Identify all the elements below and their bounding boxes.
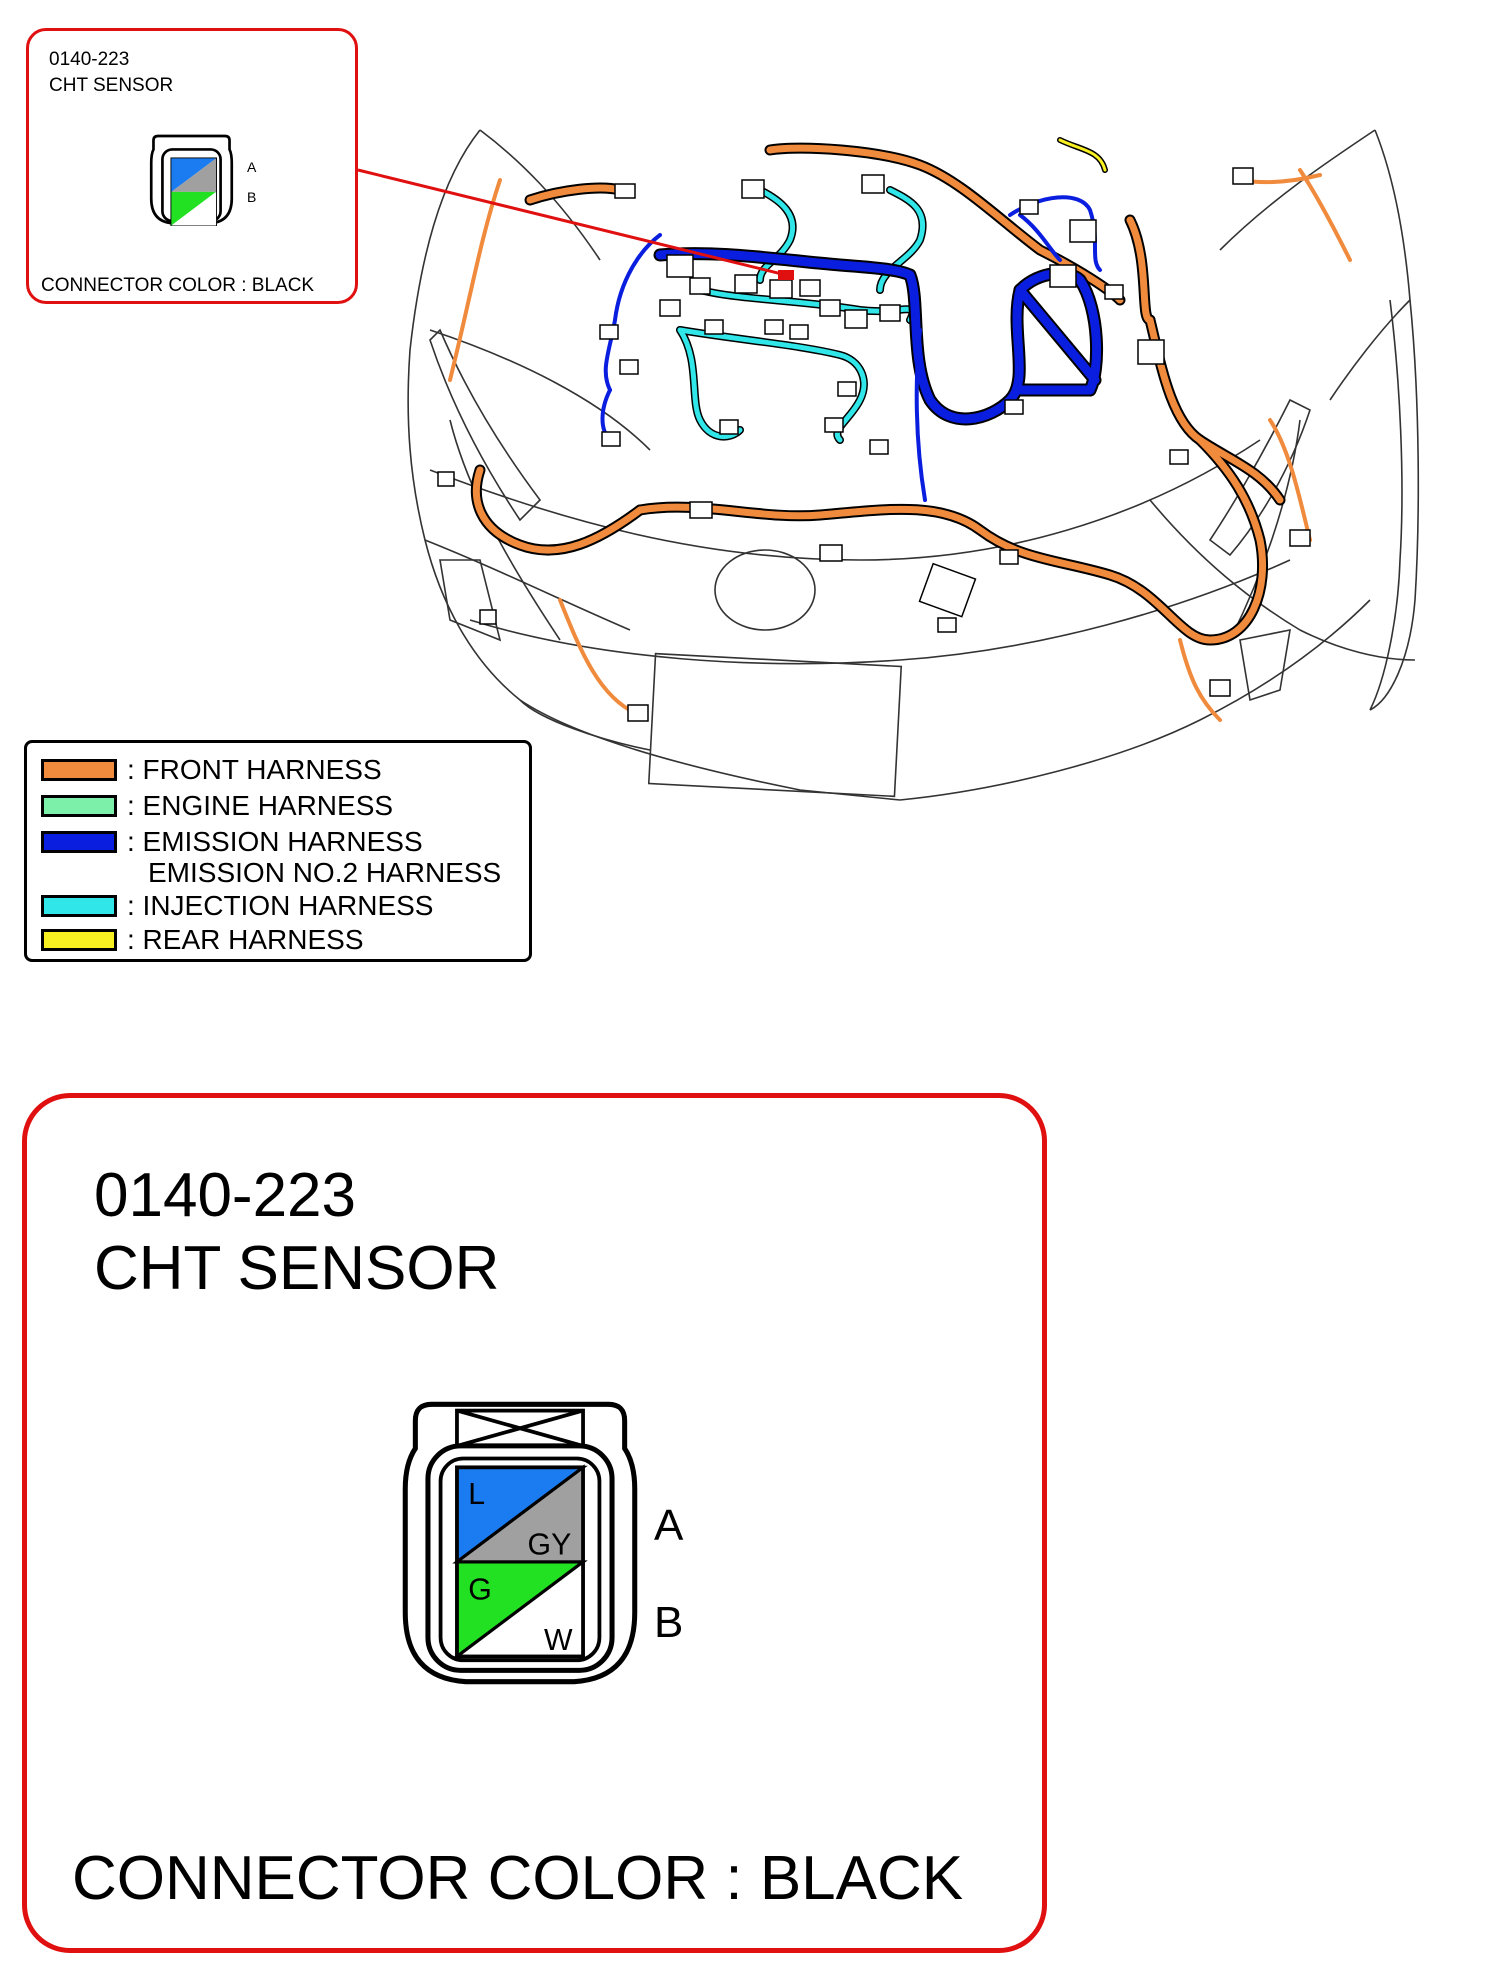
legend-swatch: [41, 929, 117, 951]
car-body-outline: [407, 129, 1420, 801]
legend-swatch: [41, 795, 117, 817]
front-harness: [470, 142, 1286, 646]
legend-label: : ENGINE HARNESS: [127, 790, 394, 821]
connector-code-large: 0140-223: [94, 1161, 357, 1230]
harness-legend: : FRONT HARNESS : ENGINE HARNESS : EMISS…: [24, 740, 532, 962]
legend-swatch: [41, 759, 117, 781]
connector-name: CHT SENSOR: [49, 75, 174, 96]
connector-blocks: [437, 167, 1311, 722]
connector-name-large: CHT SENSOR: [94, 1234, 500, 1303]
legend-item-emission: : EMISSION HARNESS: [41, 826, 423, 857]
legend-item-injection: : INJECTION HARNESS: [41, 890, 434, 921]
pin-b-label: B: [654, 1598, 684, 1647]
wire-a-bottom-label: GY: [528, 1528, 572, 1561]
legend-item-engine: : ENGINE HARNESS: [41, 790, 394, 821]
connector-highlight: [778, 270, 794, 280]
legend-label: : INJECTION HARNESS: [127, 890, 434, 921]
legend-swatch: [41, 895, 117, 917]
wire-b-top-label: G: [468, 1574, 492, 1607]
connector-color-label: CONNECTOR COLOR : BLACK: [41, 275, 315, 296]
rear-harness-color: [1058, 138, 1107, 172]
legend-label: : REAR HARNESS: [127, 924, 364, 955]
leader-line: [357, 168, 791, 278]
legend-item-rear: : REAR HARNESS: [41, 924, 364, 955]
pin-b-label-small: B: [247, 189, 257, 205]
legend-swatch: [41, 831, 117, 853]
connector-face-small: [149, 134, 234, 226]
connector-callout-small: 0140-223 CHT SENSOR A B CONNECTOR COLOR …: [26, 28, 358, 304]
front-harness-color: [472, 144, 1284, 644]
legend-label: : EMISSION HARNESS: [127, 826, 423, 857]
pin-a-label-small: A: [247, 159, 257, 175]
wire-b-bottom-label: W: [544, 1624, 573, 1657]
wire-a-top-label: L: [468, 1478, 485, 1511]
connector-code: 0140-223: [49, 49, 130, 70]
connector-face-large: L GY G W: [402, 1401, 638, 1685]
pin-a-label: A: [654, 1501, 684, 1550]
legend-extra-label: EMISSION NO.2 HARNESS: [148, 857, 502, 888]
connector-color-label-large: CONNECTOR COLOR : BLACK: [72, 1844, 964, 1913]
legend-label: : FRONT HARNESS: [127, 754, 382, 785]
legend-item-front: : FRONT HARNESS: [41, 754, 382, 785]
connector-callout-large: 0140-223 CHT SENSOR L GY G W A B CONNECT…: [22, 1093, 1047, 1953]
